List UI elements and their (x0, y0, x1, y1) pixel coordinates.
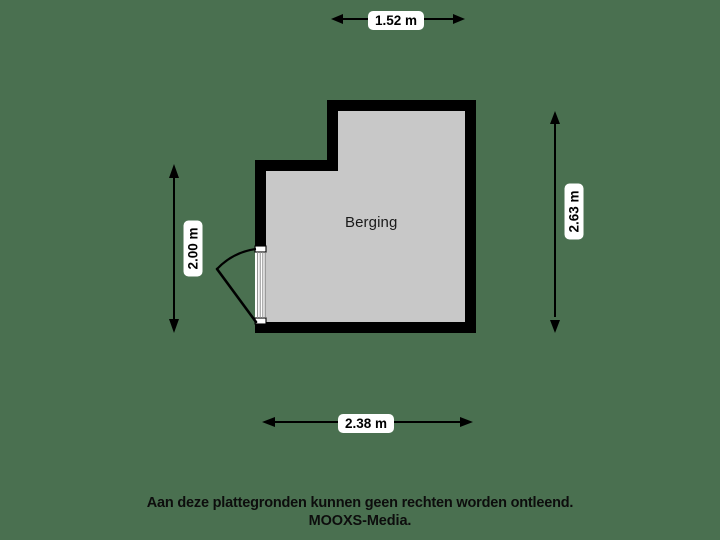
dimension-line-left (169, 164, 179, 333)
arrowhead-left-icon (331, 14, 343, 24)
arrowhead-up-icon (169, 164, 179, 178)
arrowhead-down-icon (550, 320, 560, 333)
dimension-label-bottom: 2.38 m (338, 414, 395, 433)
room-walls (255, 100, 476, 333)
disclaimer-line-2: MOOXS-Media. (308, 513, 412, 529)
dimension-label-top: 1.52 m (368, 11, 425, 30)
swing-door[interactable] (215, 245, 267, 325)
disclaimer-line-1: Aan deze plattegronden kunnen geen recht… (146, 495, 574, 511)
arrowhead-up-icon (550, 111, 560, 124)
arrowhead-right-icon (460, 417, 473, 427)
arrowhead-right-icon (453, 14, 465, 24)
dimension-line-right (550, 111, 560, 333)
dimension-label-left: 2.00 m (183, 220, 203, 277)
door-swing-arc (216, 247, 257, 270)
room-label-berging: Berging (345, 214, 398, 231)
room-floor-berging (266, 111, 465, 322)
arrowhead-left-icon (262, 417, 275, 427)
arrowhead-down-icon (169, 319, 179, 333)
door-jamb-top (254, 245, 267, 253)
dimension-label-right: 2.63 m (564, 183, 584, 240)
door-leaf-open (215, 267, 258, 324)
